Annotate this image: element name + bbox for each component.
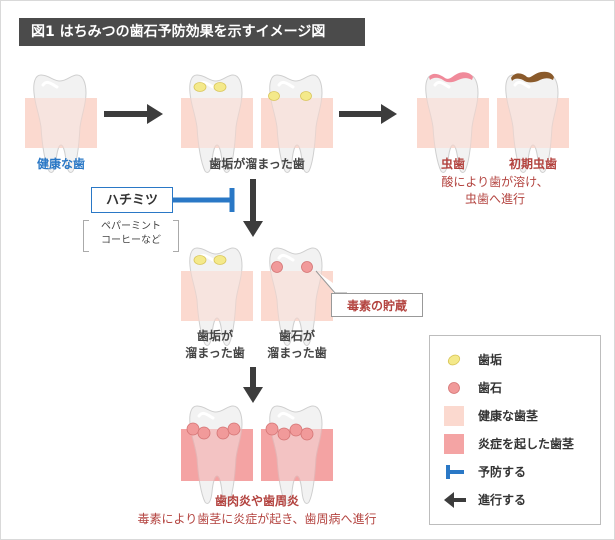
legend-label-plaque: 歯垢 xyxy=(478,353,503,367)
plaque-tooth-figure-2 xyxy=(261,73,333,175)
examples-line-1: ペパーミント xyxy=(101,221,161,232)
legend-item-progress: 進行する xyxy=(430,488,600,512)
legend-item-tartar: 歯石 xyxy=(430,376,600,400)
caption-plaque-short-2: 溜まった歯 xyxy=(185,346,245,360)
cavity-note: 酸により歯が溶け、 虫歯へ進行 xyxy=(425,174,565,208)
legend: 歯垢 歯石 健康な歯茎 炎症を起した歯茎 予防する xyxy=(429,335,601,525)
caption-tartar-short-2: 溜まった歯 xyxy=(267,346,327,360)
inflamed-tooth-figure-2 xyxy=(261,404,333,506)
tartar-tooth-figure xyxy=(261,246,333,348)
caption-early-cavity: 初期虫歯 xyxy=(508,157,557,171)
healthy-gum-swatch xyxy=(444,406,464,426)
plaque-tooth-figure-1 xyxy=(181,73,253,175)
caption-plaque-short-1: 歯垢が xyxy=(196,329,233,343)
caption-healthy-tooth: 健康な歯 xyxy=(36,157,85,171)
prevent-icon xyxy=(446,465,464,479)
caption-periodontitis: 歯肉炎や歯周炎 xyxy=(214,494,299,508)
inflamed-gum-swatch xyxy=(444,434,464,454)
periodontitis-note: 毒素により歯茎に炎症が起き、歯周病へ進行 xyxy=(137,512,377,526)
legend-item-prevent: 予防する xyxy=(430,460,600,484)
legend-label-progress: 進行する xyxy=(478,493,527,507)
legend-label-prevent: 予防する xyxy=(478,465,527,479)
legend-label-inflamed-gum: 炎症を起した歯茎 xyxy=(478,437,575,451)
legend-item-healthy-gum: 健康な歯茎 xyxy=(430,404,600,428)
arrow-down-2 xyxy=(243,367,263,403)
arrow-right-1 xyxy=(104,104,163,124)
examples-line-2: コーヒーなど xyxy=(101,235,161,246)
prevent-marker xyxy=(173,188,235,212)
progress-arrow-icon xyxy=(444,492,466,508)
bracket-left xyxy=(83,220,89,252)
caption-plaque-tooth: 歯垢が溜まった歯 xyxy=(209,157,305,171)
tartar-icon xyxy=(448,382,460,394)
plaque-icon xyxy=(447,354,461,366)
arrow-down-1 xyxy=(243,179,263,237)
examples-note: ペパーミント コーヒーなど xyxy=(83,220,179,252)
legend-label-healthy-gum: 健康な歯茎 xyxy=(478,409,539,423)
caption-plaque-short: 歯垢が 溜まった歯 xyxy=(171,328,259,362)
legend-item-plaque: 歯垢 xyxy=(430,348,600,372)
cavity-tooth-figure xyxy=(417,72,489,175)
page-title: 図1 はちみつの歯石予防効果を示すイメージ図 xyxy=(19,18,365,46)
toxin-storage-callout: 毒素の貯蔵 xyxy=(331,293,423,317)
legend-item-inflamed-gum: 炎症を起した歯茎 xyxy=(430,432,600,456)
honey-box: ハチミツ xyxy=(91,187,173,213)
inflamed-tooth-figure-1 xyxy=(181,404,253,506)
caption-cavity: 虫歯 xyxy=(440,157,465,171)
legend-label-tartar: 歯石 xyxy=(478,381,503,395)
plaque-tooth-figure-3 xyxy=(181,246,253,348)
early-cavity-tooth-figure xyxy=(497,71,569,175)
healthy-tooth-figure xyxy=(25,73,97,175)
arrow-right-2 xyxy=(339,104,397,124)
caption-tartar-short-1: 歯石が xyxy=(278,329,315,343)
bracket-right xyxy=(173,220,179,252)
caption-tartar-short: 歯石が 溜まった歯 xyxy=(253,328,341,362)
cavity-note-line-1: 酸により歯が溶け、 xyxy=(441,175,549,189)
cavity-note-line-2: 虫歯へ進行 xyxy=(464,192,525,206)
